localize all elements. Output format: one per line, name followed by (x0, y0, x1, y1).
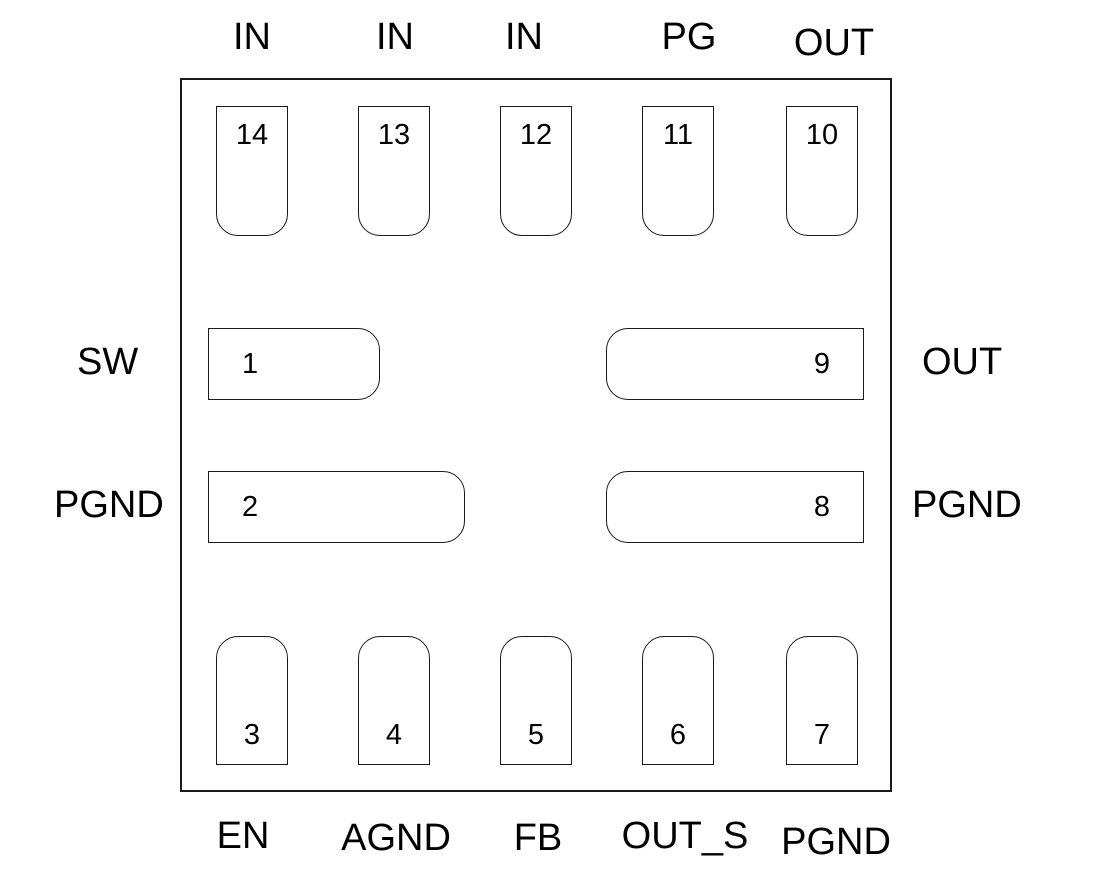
pad-14: 14 (216, 106, 288, 236)
pad-6: 6 (642, 636, 714, 765)
pin-12-label: IN (505, 16, 543, 58)
pin-14-label: IN (233, 16, 271, 58)
pad-3-number: 3 (243, 719, 261, 751)
pad-3: 3 (216, 636, 288, 765)
pin-4-label: AGND (341, 817, 451, 859)
pad-4: 4 (358, 636, 430, 765)
pad-5: 5 (500, 636, 572, 765)
pin-9-label: OUT (922, 341, 1003, 383)
pin-3-label: EN (216, 815, 270, 857)
pad-1-number: 1 (242, 347, 259, 380)
pad-12-number: 12 (519, 119, 553, 151)
pad-2-number: 2 (242, 490, 259, 523)
pad-2: 2 (208, 471, 465, 543)
pin-7-label: PGND (781, 821, 891, 863)
pad-1: 1 (208, 328, 380, 400)
pad-10-number: 10 (805, 119, 839, 151)
pin-1-label: SW (77, 341, 139, 383)
pad-14-number: 14 (235, 119, 269, 151)
pin-8-label: PGND (912, 484, 1022, 526)
pad-10: 10 (786, 106, 858, 236)
pad-13: 13 (358, 106, 430, 236)
pin-11-label: PG (661, 16, 717, 58)
pad-13-number: 13 (377, 119, 411, 151)
pad-11-number: 11 (662, 119, 694, 151)
pad-12: 12 (500, 106, 572, 236)
pin-10-label: OUT (793, 22, 875, 64)
pad-9-number: 9 (813, 347, 830, 380)
pad-5-number: 5 (527, 719, 545, 751)
pad-4-number: 4 (385, 719, 403, 751)
package-outline (180, 78, 892, 792)
pad-8: 8 (606, 471, 864, 543)
pad-7: 7 (786, 636, 858, 765)
pad-8-number: 8 (813, 490, 830, 523)
pad-6-number: 6 (669, 719, 687, 751)
pin-13-label: IN (376, 16, 414, 58)
pin-2-label: PGND (54, 484, 164, 526)
pad-9: 9 (606, 328, 864, 400)
pin-5-label: FB (513, 817, 563, 859)
pad-11: 11 (642, 106, 714, 236)
pin-6-label: OUT_S (621, 815, 749, 857)
pad-7-number: 7 (813, 719, 831, 751)
